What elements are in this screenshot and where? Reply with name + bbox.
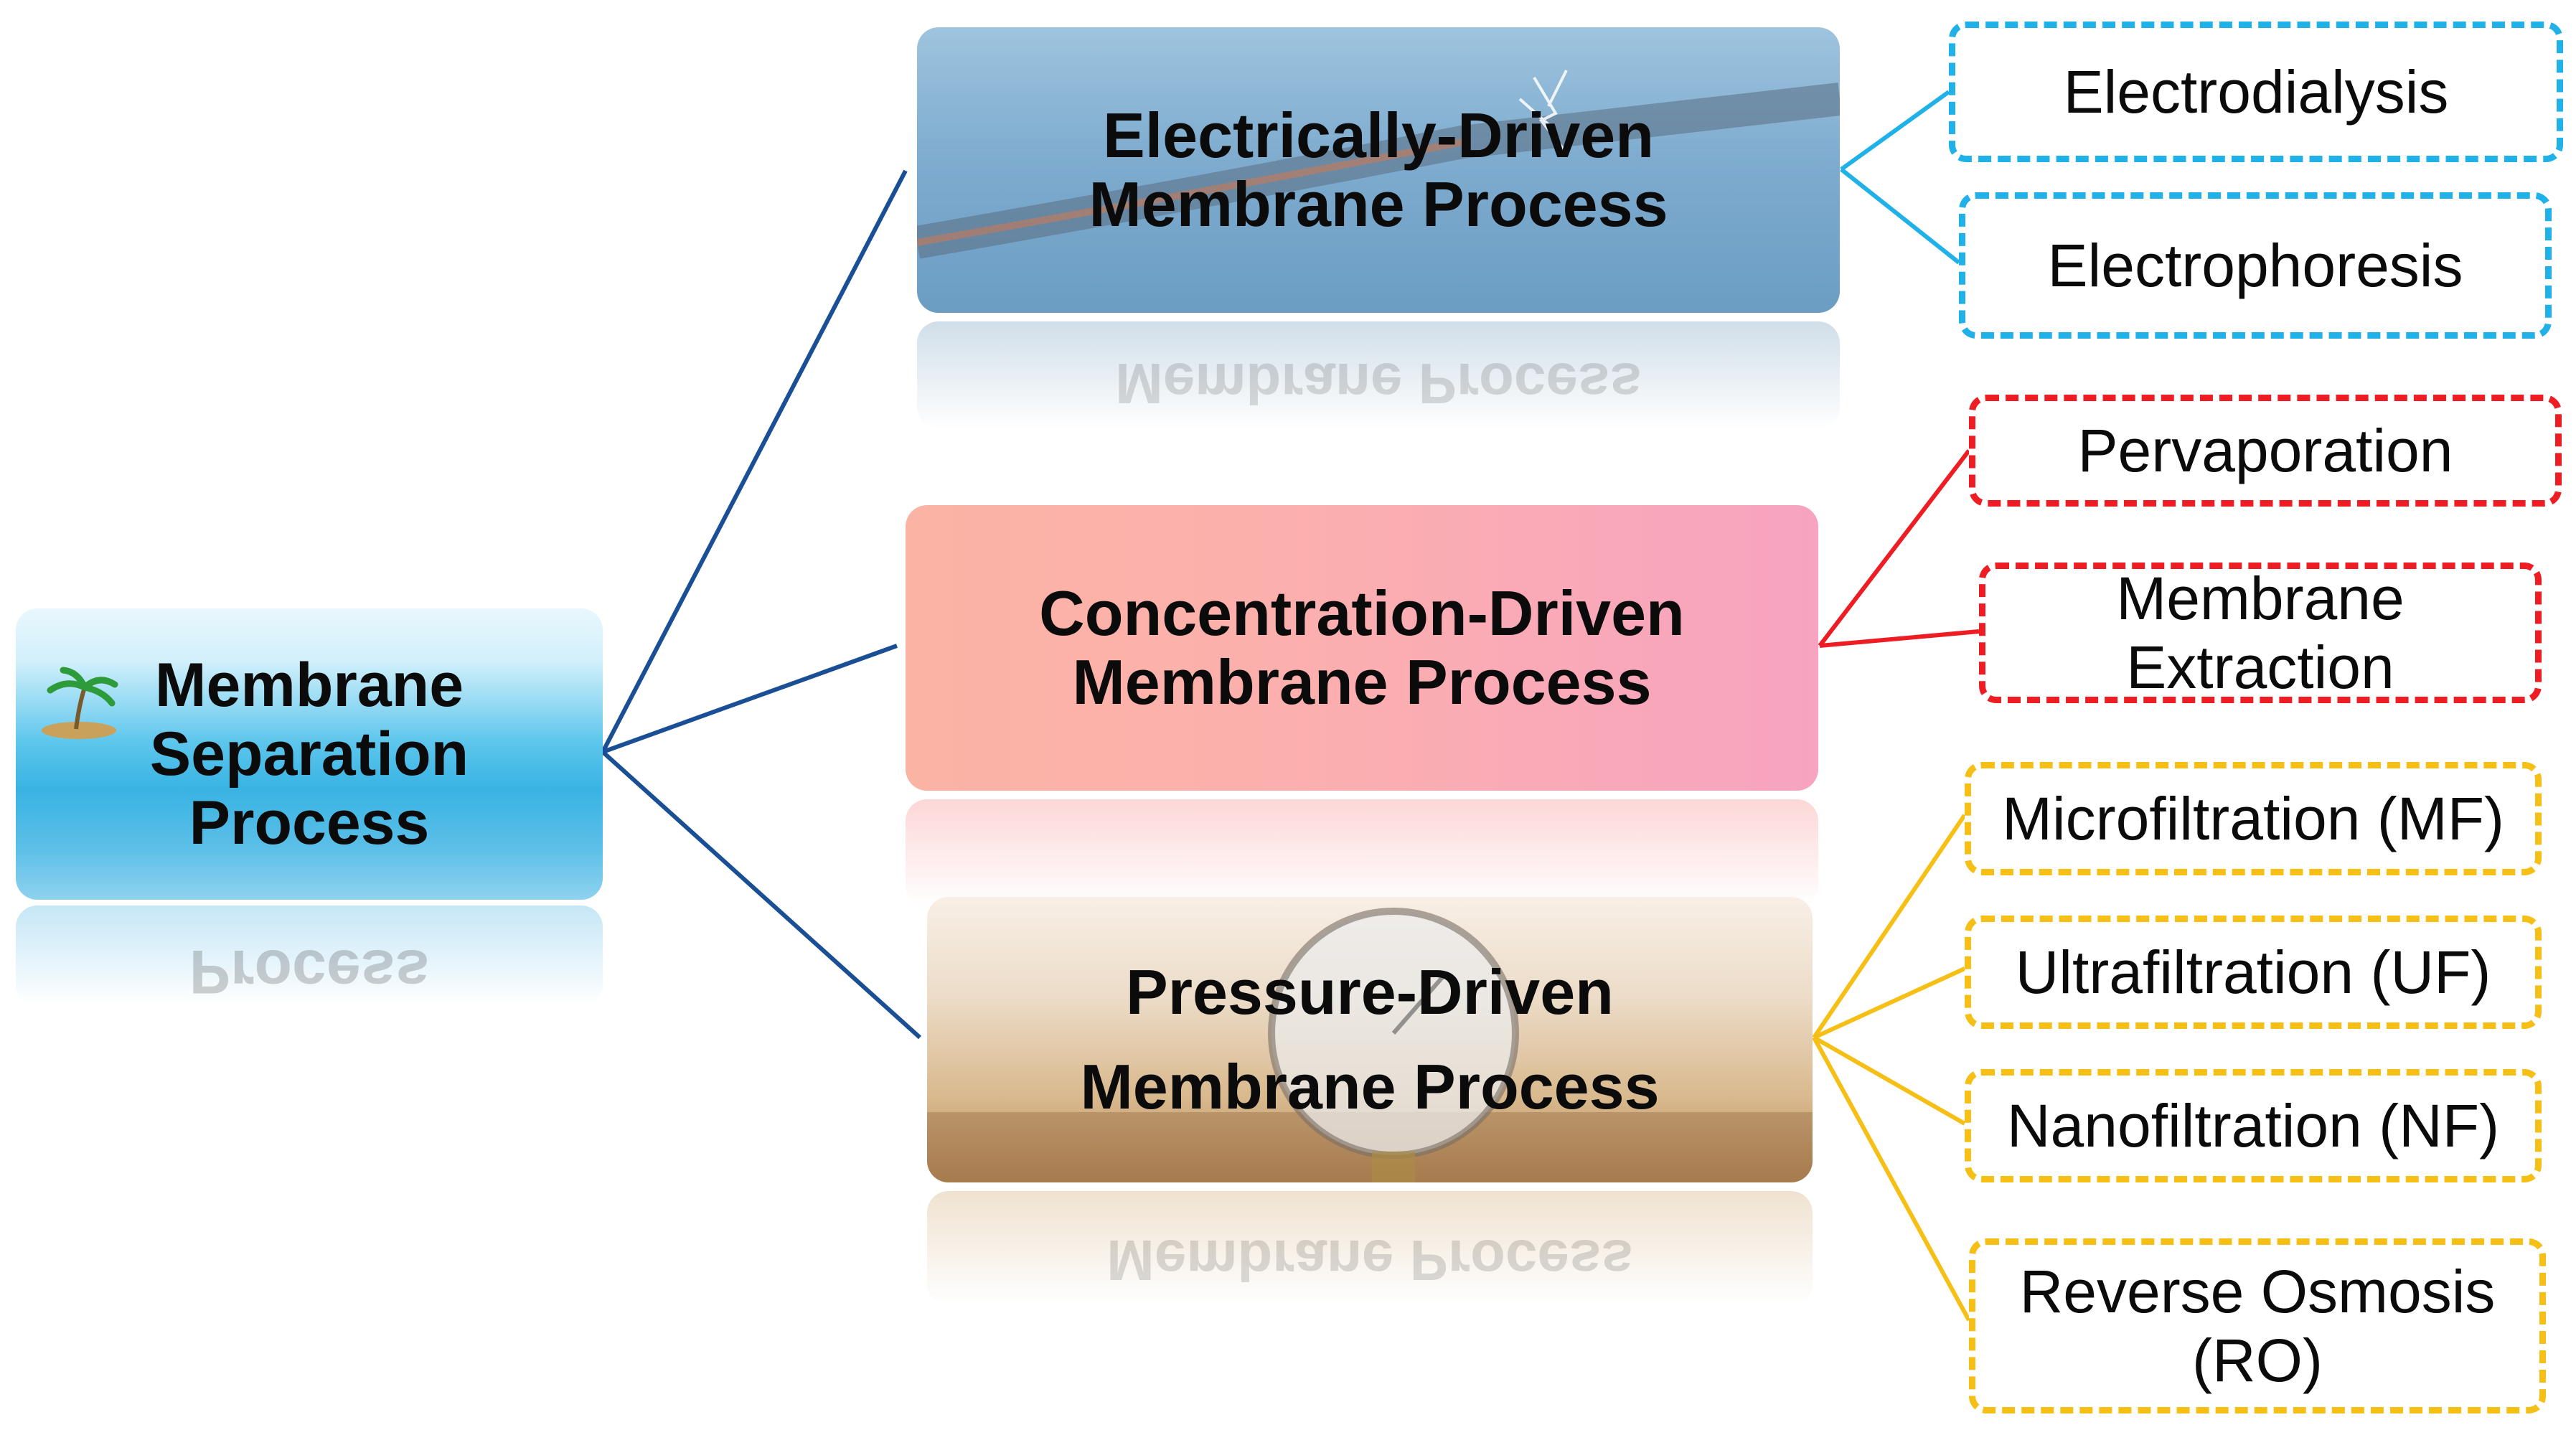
electrical-reflection-text: Membrane Process [1115,352,1642,415]
electrical-label-line1: Electrically-Driven [1103,100,1654,171]
leaf-electrodialysis-label: Electrodialysis [2063,58,2449,126]
leaf-ultrafiltration-label: Ultrafiltration (UF) [2015,938,2491,1006]
leaf-nanofiltration-label: Nanofiltration (NF) [2006,1092,2500,1159]
electrical-label-line2: Membrane Process [1089,169,1668,240]
leaf-electrophoresis-label: Electrophoresis [2047,232,2463,299]
root-reflection: Process [16,905,603,1006]
cable-spark-icon [917,70,1840,259]
pressure-label-line2: Membrane Process [1080,1051,1660,1122]
leaf-electrophoresis: Electrophoresis [1959,192,2552,339]
connector-pressure-microfiltration [1812,814,1967,1039]
connector-pressure-nanofiltration [1813,1035,1966,1126]
process-pressure-driven: Pressure-Driven Membrane Process [927,897,1813,1182]
leaf-pervaporation: Pervaporation [1969,395,2562,507]
process-electrically-driven: Electrically-Driven Membrane Process [917,27,1840,313]
island-icon [42,667,118,739]
root-label-line3: Process [189,789,430,857]
leaf-reverse-osmosis-line2: (RO) [2192,1327,2323,1394]
pressure-reflection-text: Membrane Process [1106,1228,1633,1292]
concentration-reflection [906,799,1818,907]
root-reflection-text: Process [189,937,430,1006]
concentration-label-line2: Membrane Process [1072,646,1652,718]
connector-electrical-electrophoresis [1840,167,1960,265]
connector-electrical-electrodialysis [1840,90,1950,171]
connector-pressure-ultrafiltration [1813,966,1966,1040]
leaf-nanofiltration: Nanofiltration (NF) [1965,1069,2542,1182]
leaf-reverse-osmosis-line1: Reverse Osmosis [2019,1258,2496,1325]
connector-concentration-extraction [1819,629,1980,648]
leaf-membrane-extraction: Membrane Extraction [1979,563,2542,703]
connector-root-concentration [601,644,898,754]
electrical-reflection: Membrane Process [917,321,1840,429]
pressure-gauge-icon [927,908,1813,1182]
root-label-line1: Membrane [154,651,464,720]
leaf-membrane-extraction-line2: Extraction [2126,634,2394,701]
leaf-electrodialysis: Electrodialysis [1949,22,2563,162]
connector-pressure-reverse-osmosis [1812,1036,1971,1322]
leaf-reverse-osmosis: Reverse Osmosis (RO) [1969,1238,2546,1413]
concentration-label-line1: Concentration-Driven [1039,578,1685,649]
pressure-label-line1: Pressure-Driven [1126,956,1614,1027]
pressure-reflection: Membrane Process [927,1191,1813,1306]
process-concentration-driven: Concentration-Driven Membrane Process [906,505,1818,791]
root-node: Membrane Separation Process [16,608,603,900]
connector-concentration-pervaporation [1818,449,1971,647]
root-label-line2: Separation [149,720,469,789]
leaf-pervaporation-label: Pervaporation [2077,417,2453,484]
leaf-microfiltration: Microfiltration (MF) [1965,762,2542,875]
connector-root-pressure [601,750,922,1040]
leaf-ultrafiltration: Ultrafiltration (UF) [1965,916,2542,1029]
leaf-membrane-extraction-line1: Membrane [2116,565,2405,632]
leaf-microfiltration-label: Microfiltration (MF) [2001,785,2504,852]
connector-root-electrical [601,169,908,753]
